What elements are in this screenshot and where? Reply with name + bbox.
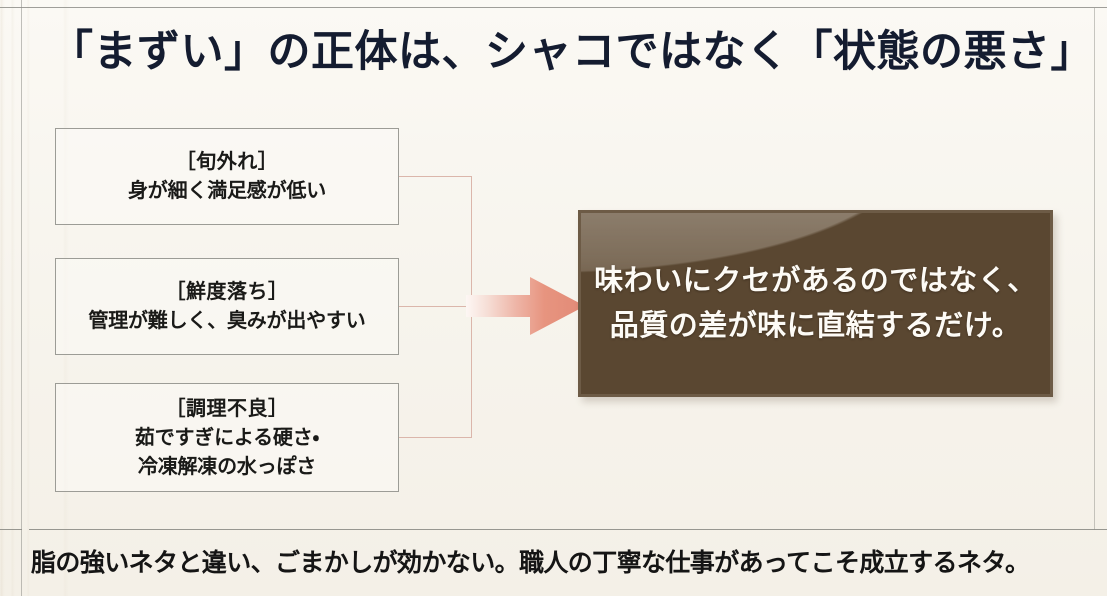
factor-body: 身が細く満足感が低い — [128, 180, 326, 202]
conclusion-line-2: 品質の差が味に直結するだけ。 — [609, 309, 1022, 342]
factor-box-freshness-loss: ［鮮度落ち］ 管理が難しく、臭みが出やすい — [55, 258, 399, 355]
footer-note: 脂の強いネタと違い、ごまかしが効かない。職人の丁寧な仕事があってこそ成立するネタ… — [31, 549, 1030, 577]
right-rule — [1094, 8, 1095, 530]
right-arrow-icon — [466, 277, 585, 335]
factor-body: 管理が難しく、臭みが出やすい — [88, 310, 366, 332]
footer-divider — [29, 529, 1107, 530]
connector-line-3 — [399, 437, 472, 438]
factor-heading: ［調理不良］ — [165, 397, 289, 420]
footer-divider-stub — [0, 529, 22, 530]
factor-box-poor-cooking: ［調理不良］ 茹ですぎによる硬さ・ 冷凍解凍の水っぽさ — [55, 383, 399, 492]
factor-box-out-of-season: ［旬外れ］ 身が細く満足感が低い — [55, 128, 399, 225]
factor-heading: ［鮮度落ち］ — [165, 281, 289, 303]
page-title: 「まずい」の正体は、シャコではなく「状態の悪さ」 — [50, 28, 1094, 76]
top-rule — [0, 7, 1107, 8]
connector-line-1 — [399, 176, 472, 177]
left-rule — [21, 0, 22, 596]
connector-line-2 — [399, 306, 519, 307]
conclusion-panel: 味わいにクセがあるのではなく、 品質の差が味に直結するだけ。 — [578, 210, 1053, 397]
conclusion-line-1: 味わいにクセがあるのではなく、 — [594, 264, 1037, 297]
factor-heading: ［旬外れ］ — [175, 151, 279, 173]
conclusion-panel-inner: 味わいにクセがあるのではなく、 品質の差が味に直結するだけ。 — [581, 213, 1050, 394]
factor-body: 茹ですぎによる硬さ・ 冷凍解凍の水っぽさ — [134, 426, 320, 478]
